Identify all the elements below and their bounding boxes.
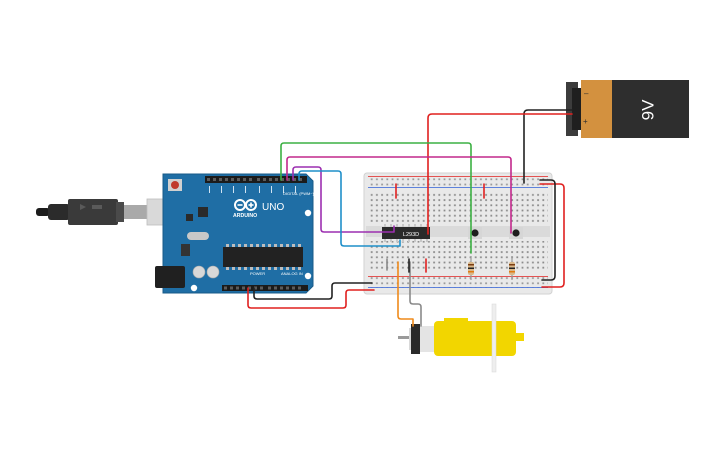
resistor-1[interactable] — [468, 256, 474, 280]
pushbutton-2[interactable] — [509, 227, 523, 239]
wire-green[interactable] — [280, 142, 472, 254]
mounting-hole — [304, 209, 312, 217]
wire-red-battery[interactable] — [427, 113, 573, 235]
breadboard[interactable] — [363, 172, 553, 295]
power-label: POWER — [250, 271, 265, 276]
arduino-uno-board[interactable]: DIGITAL (PWM~) ARDUINO UNO — [155, 173, 315, 294]
motor-gearbox — [434, 321, 516, 356]
arduino-logo-text: ARDUINO — [233, 213, 257, 219]
digital-header[interactable] — [205, 176, 307, 183]
battery-body — [612, 80, 689, 138]
analog-label: ANALOG IN — [281, 271, 303, 276]
wire-orange-motor[interactable] — [397, 261, 414, 327]
capacitor — [206, 265, 220, 279]
power-jack[interactable] — [155, 266, 185, 288]
wire-black-right[interactable] — [539, 179, 556, 281]
resistor-2[interactable] — [509, 256, 515, 280]
wire-black-gnd[interactable] — [253, 282, 373, 300]
mounting-hole — [304, 272, 312, 280]
terminal-strip-top[interactable] — [368, 192, 548, 222]
wires[interactable] — [247, 109, 573, 327]
mounting-hole — [190, 284, 198, 292]
dc-gear-motor[interactable] — [398, 303, 524, 373]
ic-label: L293D — [403, 232, 419, 238]
usb-icon — [80, 204, 102, 210]
battery-label: 9V — [638, 99, 657, 120]
battery-cap — [581, 80, 613, 138]
capacitor — [192, 265, 206, 279]
arduino-logo — [234, 199, 257, 211]
bottom-power-rail[interactable] — [368, 276, 548, 288]
wire-magenta[interactable] — [286, 156, 512, 234]
battery-minus-label: – — [584, 89, 589, 98]
battery-plus-label: + — [583, 117, 588, 126]
wire-purple[interactable] — [292, 166, 395, 233]
wire-gray-motor[interactable] — [409, 261, 422, 327]
wire-black-battery[interactable] — [523, 109, 573, 184]
atmega-chip — [223, 247, 303, 267]
usb-cable[interactable] — [36, 198, 174, 226]
battery-9v[interactable]: – + 9V — [566, 80, 689, 138]
wire-red-right[interactable] — [539, 183, 565, 288]
power-analog-header[interactable] — [222, 285, 308, 291]
arduino-model: UNO — [262, 202, 284, 213]
wire-red-5v[interactable] — [247, 287, 375, 309]
top-power-rail[interactable] — [368, 176, 548, 188]
digital-label: DIGITAL (PWM~) — [283, 191, 315, 196]
pushbutton-1[interactable] — [468, 227, 482, 239]
wire-blue[interactable] — [298, 170, 401, 247]
